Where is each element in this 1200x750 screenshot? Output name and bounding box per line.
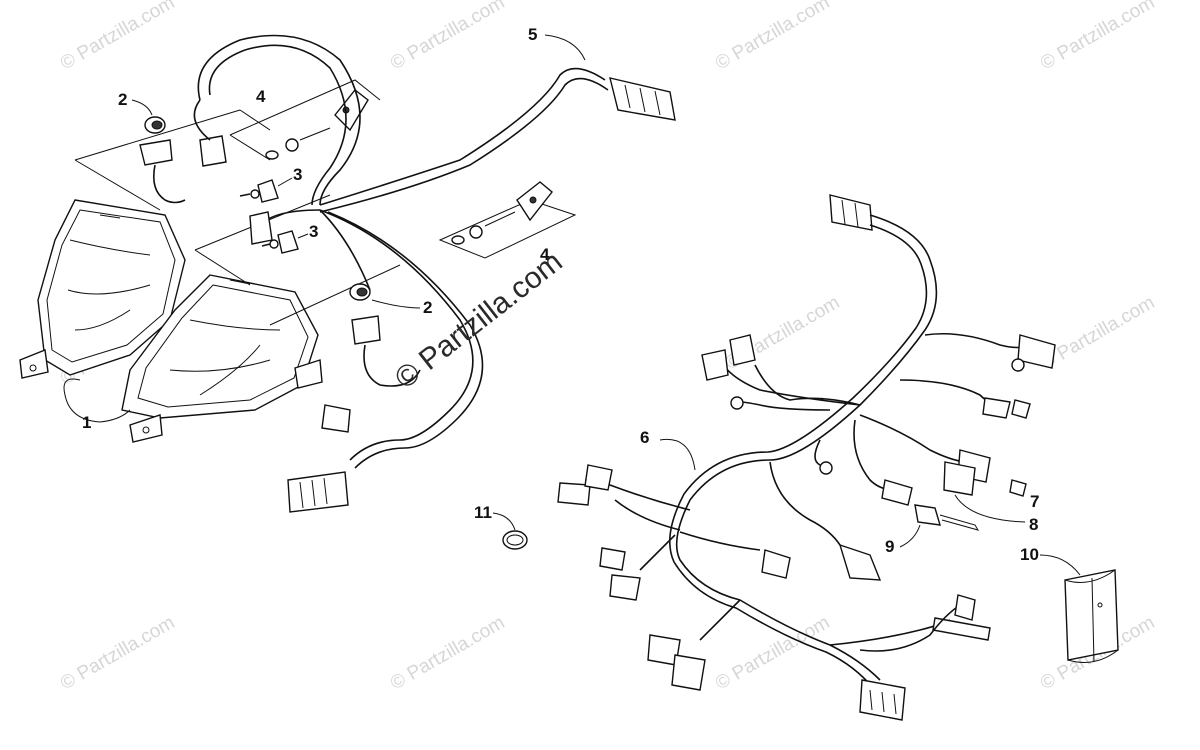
leader-line: [297, 233, 309, 239]
leader-line: [371, 299, 421, 309]
watermark: © Partzilla.com: [57, 0, 178, 74]
bulb-socket-top[interactable]: [139, 116, 186, 204]
callout-9: 9: [885, 537, 894, 556]
adjuster-bottom[interactable]: [451, 181, 553, 245]
leader-line: [492, 512, 516, 531]
callout-4-bottom: 4: [540, 245, 550, 264]
callout-2-bottom: 2: [423, 298, 432, 317]
headlight-bulb-bottom[interactable]: [261, 230, 299, 254]
clip[interactable]: [502, 530, 528, 550]
watermark: © Partzilla.com: [387, 0, 508, 74]
watermark: © Partzilla.com: [57, 612, 178, 694]
watermark: © Partzilla.com: [712, 612, 833, 694]
headlight-harness[interactable]: [193, 34, 676, 513]
watermark: © Partzilla.com: [712, 0, 833, 74]
cable-tie[interactable]: [914, 504, 980, 531]
callout-3-bottom: 3: [309, 222, 318, 241]
leader-line: [1039, 554, 1081, 576]
callout-11: 11: [474, 503, 492, 522]
watermark: © Partzilla.com: [1037, 0, 1158, 74]
headlight-left[interactable]: [19, 199, 186, 379]
bulb-socket-bottom[interactable]: [349, 283, 421, 387]
headlight-bulb-top[interactable]: [239, 179, 279, 203]
watermark: © Partzilla.com: [387, 612, 508, 694]
headlight-right[interactable]: [121, 274, 323, 443]
fuse-holder[interactable]: [943, 461, 1026, 523]
watermark: © Partzilla.com: [1037, 292, 1158, 374]
guide-lines: [74, 79, 577, 326]
callout-8: 8: [1029, 515, 1038, 534]
leader-line: [899, 524, 921, 548]
main-harness[interactable]: [557, 194, 1056, 721]
callout-3-top: 3: [293, 165, 302, 184]
callout-4-top: 4: [256, 87, 266, 106]
leader-line: [63, 378, 131, 423]
callout-5: 5: [528, 25, 537, 44]
callout-6: 6: [640, 428, 649, 447]
protective-sleeve[interactable]: [1064, 569, 1119, 663]
callout-7: 7: [1030, 492, 1039, 511]
center-watermark: © Partzilla.com: [389, 245, 569, 395]
leader-line: [131, 99, 153, 116]
adjuster-top[interactable]: [265, 89, 369, 160]
fuse[interactable]: [1009, 479, 1027, 497]
callout-2-top: 2: [118, 90, 127, 109]
leader-line: [659, 438, 696, 471]
callout-1: 1: [82, 413, 91, 432]
leader-line: [544, 34, 586, 61]
callout-10: 10: [1020, 545, 1039, 564]
leader-line: [277, 177, 293, 187]
